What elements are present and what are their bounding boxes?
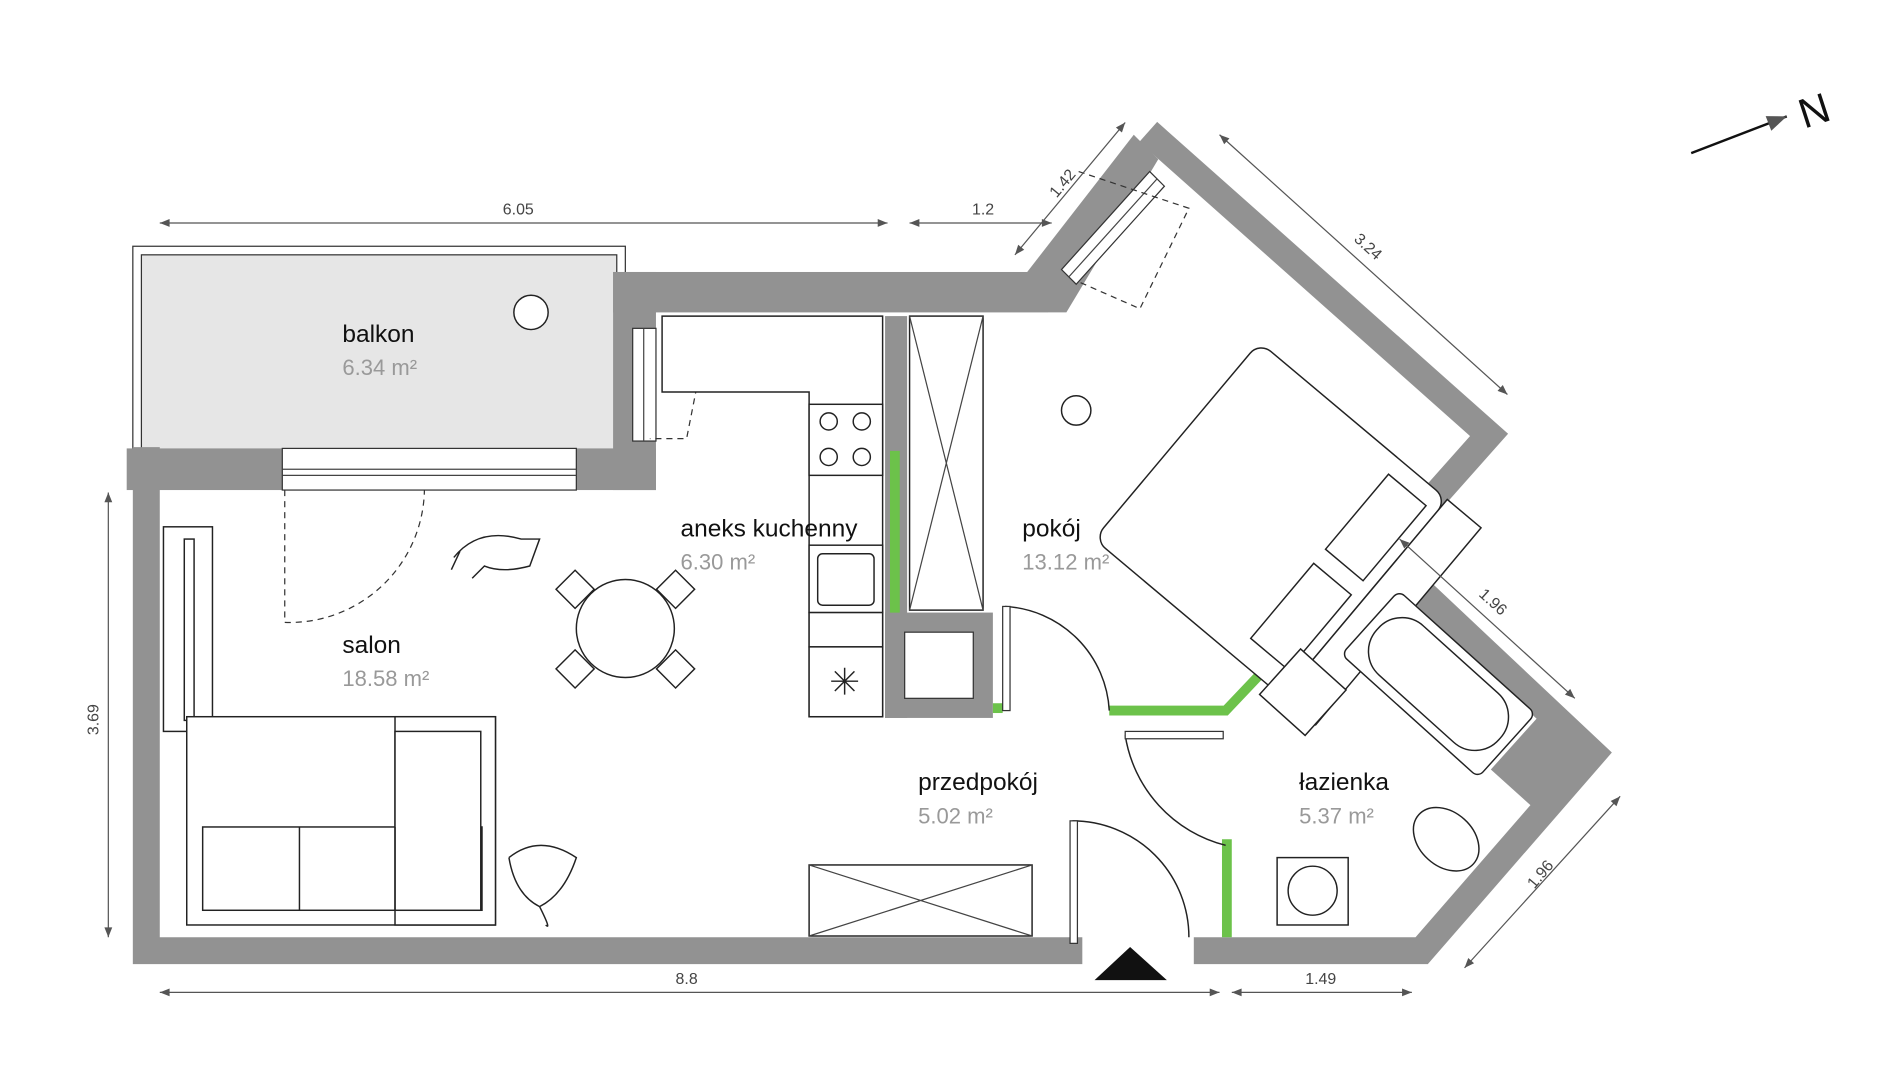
decorations — [450, 294, 1092, 927]
dim-bath-lower-diag: 1.96 — [1524, 857, 1557, 892]
dog-icon — [450, 534, 541, 579]
room-labels: balkon 6.34 m² salon 18.58 m² aneks kuch… — [342, 321, 1389, 828]
compass-label: N — [1793, 83, 1836, 137]
room-area-pokoj: 13.12 m² — [1022, 550, 1109, 575]
dimension-lines: 6.05 1.2 1.42 3.24 1.96 1.96 3.69 8.8 1.… — [86, 122, 1621, 997]
room-name-balkon: balkon — [342, 321, 414, 348]
dim-right-diag: 3.24 — [1350, 230, 1384, 263]
dim-bottom-bath: 1.49 — [1305, 971, 1336, 988]
entrance-arrow-icon — [1094, 947, 1167, 981]
dim-left-height: 3.69 — [86, 704, 103, 735]
room-area-aneks: 6.30 m² — [680, 550, 755, 575]
balcony — [132, 245, 626, 451]
north-arrow-icon — [1690, 115, 1788, 155]
dim-bath-diag: 1.96 — [1475, 586, 1509, 619]
sofa — [186, 715, 497, 926]
room-name-lazienka: łazienka — [1299, 769, 1389, 796]
dining-table — [555, 569, 696, 690]
compass: N — [1690, 83, 1836, 155]
room-area-lazienka: 5.37 m² — [1299, 803, 1374, 828]
sink — [1258, 647, 1348, 737]
room-area-balkon: 6.34 m² — [342, 355, 417, 380]
kitchen-counter — [661, 315, 884, 718]
plant-icon — [508, 844, 578, 927]
dim-top-balcony: 6.05 — [503, 201, 534, 218]
dim-top-small: 1.2 — [972, 201, 994, 218]
room-name-przedpokoj: przedpokój — [918, 769, 1038, 796]
room-area-salon: 18.58 m² — [342, 666, 429, 691]
room-name-salon: salon — [342, 632, 401, 659]
person-icon — [513, 294, 549, 331]
room-name-aneks: aneks kuchenny — [680, 516, 858, 543]
room-name-pokoj: pokój — [1022, 516, 1081, 543]
dim-bottom-total: 8.8 — [676, 971, 698, 988]
person-icon — [1060, 394, 1092, 426]
wardrobe — [808, 315, 1033, 937]
room-area-przedpokoj: 5.02 m² — [918, 803, 993, 828]
